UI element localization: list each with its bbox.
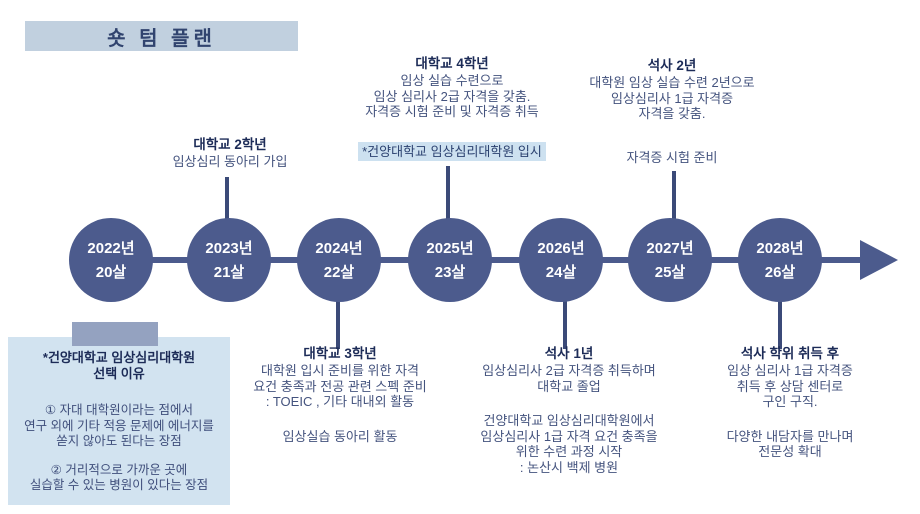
annotation-heading: 대학교 3학년 [303, 346, 377, 361]
timeline-node-2023: 2023년 21살 [187, 218, 271, 302]
annotation-line: 위한 수련 과정 시작 [515, 444, 623, 459]
node-year: 2027년 [646, 239, 694, 257]
annotation-line: 대학원 입시 준비를 위한 자격 [261, 363, 419, 378]
annotation-line: 임상심리사 1급 자격 요건 충족을 [480, 428, 658, 444]
annotation-line: 임상심리 동아리 가입 [172, 154, 288, 169]
annotation-line: 대학원 임상 실습 수련 2년으로 [589, 75, 755, 90]
timeline-node-2022: 2022년 20살 [69, 218, 153, 302]
annotation-line: 요건 충족과 전공 관련 스펙 준비 [253, 378, 427, 394]
note-line: ① 자대 대학원이라는 점에서 [44, 403, 194, 417]
annotation-line: 임상심리사 2급 자격증 취득하며 [482, 363, 656, 378]
timeline-node-2025: 2025년 23살 [408, 218, 492, 302]
annotation-line: 자격증 시험 준비 및 자격증 취득 [365, 104, 539, 119]
note-line: ② 거리적으로 가까운 곳에 [50, 462, 188, 477]
annotation-line: 임상 심리사 2급 자격을 갖춤. [373, 88, 531, 104]
node-year: 2023년 [205, 239, 253, 257]
annotation-line: 전문성 확대 [758, 444, 822, 459]
slide-title-box: 숏 텀 플랜 [25, 21, 298, 51]
annotation-masters-year1: 석사 1년 임상심리사 2급 자격증 취득하며 대학교 졸업 건양대학교 임상심… [458, 346, 680, 475]
node-age: 24살 [545, 263, 577, 281]
annotation-masters-year2: 석사 2년 대학원 임상 실습 수련 2년으로 임상심리사 1급 자격증 자격을… [561, 58, 783, 122]
timeline-node-2026: 2026년 24살 [519, 218, 603, 302]
timeline-node-2027: 2027년 25살 [628, 218, 712, 302]
tape-decoration [72, 322, 158, 346]
annotation-heading: 대학교 2학년 [193, 137, 267, 152]
connector-2025-up [446, 166, 450, 219]
connector-2024-down [336, 301, 340, 349]
connector-2023-up [225, 177, 229, 219]
node-year: 2022년 [87, 239, 135, 257]
node-year: 2025년 [426, 239, 474, 257]
node-age: 20살 [95, 263, 127, 281]
annotation-line: 취득 후 상담 센터로 [736, 378, 844, 394]
annotation-line: 다양한 내담자를 만나며 [726, 428, 854, 444]
annotation-club-activity: 임상실습 동아리 활동 [282, 428, 398, 444]
connector-2026-down [563, 301, 567, 349]
note-heading-line: 선택 이유 [93, 366, 145, 381]
annotation-line: 대학교 졸업 [537, 378, 601, 394]
annotation-line: : TOEIC , 기타 대내외 활동 [265, 394, 415, 409]
annotation-univ-year3: 대학교 3학년 대학원 입시 준비를 위한 자격 요건 충족과 전공 관련 스펙… [230, 346, 450, 444]
annotation-line: 임상심리사 1급 자격증 [610, 90, 734, 106]
node-year: 2028년 [756, 239, 804, 257]
slide-title: 숏 텀 플랜 [107, 27, 216, 50]
node-age: 22살 [323, 263, 355, 281]
annotation-line: 임상 심리사 1급 자격증 [727, 363, 853, 378]
annotation-line: 자격을 갖춤. [638, 106, 706, 121]
annotation-univ-year2: 대학교 2학년 임상심리 동아리 가입 [120, 137, 340, 170]
highlighted-text: *건양대학교 임상심리대학원 입시 [358, 142, 546, 161]
node-age: 25살 [654, 263, 686, 281]
timeline-node-2028: 2028년 26살 [738, 218, 822, 302]
annotation-gradschool-entrance: *건양대학교 임상심리대학원 입시 [341, 142, 563, 161]
node-year: 2024년 [315, 239, 363, 257]
connector-2027-up [672, 171, 676, 219]
timeline-arrow-icon [860, 240, 898, 280]
annotation-line: 건양대학교 임상심리대학원에서 [483, 413, 655, 428]
reason-note-box: *건양대학교 임상심리대학원 선택 이유 ① 자대 대학원이라는 점에서 연구 … [8, 337, 230, 505]
note-heading-line: *건양대학교 임상심리대학원 [42, 350, 196, 365]
annotation-heading: 석사 1년 [544, 346, 594, 361]
timeline-node-2024: 2024년 22살 [297, 218, 381, 302]
annotation-exam-prep: 자격증 시험 준비 [626, 150, 718, 165]
annotation-heading: 석사 학위 취득 후 [740, 346, 840, 361]
annotation-after-degree: 석사 학위 취득 후 임상 심리사 1급 자격증 취득 후 상담 센터로 구인 … [680, 346, 900, 460]
annotation-line: 임상 실습 수련으로 [400, 73, 504, 88]
annotation-heading: 대학교 4학년 [415, 56, 489, 71]
annotation-line: : 논산시 백제 병원 [519, 459, 619, 475]
node-age: 23살 [434, 263, 466, 281]
note-line: 연구 외에 기타 적응 문제에 에너지를 [24, 418, 214, 433]
node-age: 26살 [764, 263, 796, 281]
note-line: 실습할 수 있는 병원이 있다는 장점 [29, 478, 209, 492]
node-age: 21살 [213, 263, 245, 281]
node-year: 2026년 [537, 239, 585, 257]
annotation-line: 구인 구직. [762, 394, 818, 409]
annotation-univ-year4: 대학교 4학년 임상 실습 수련으로 임상 심리사 2급 자격을 갖춤. 자격증… [341, 56, 563, 120]
note-line: 쏟지 않아도 된다는 장점 [56, 434, 182, 448]
annotation-heading: 석사 2년 [647, 58, 697, 73]
connector-2028-down [778, 301, 782, 349]
